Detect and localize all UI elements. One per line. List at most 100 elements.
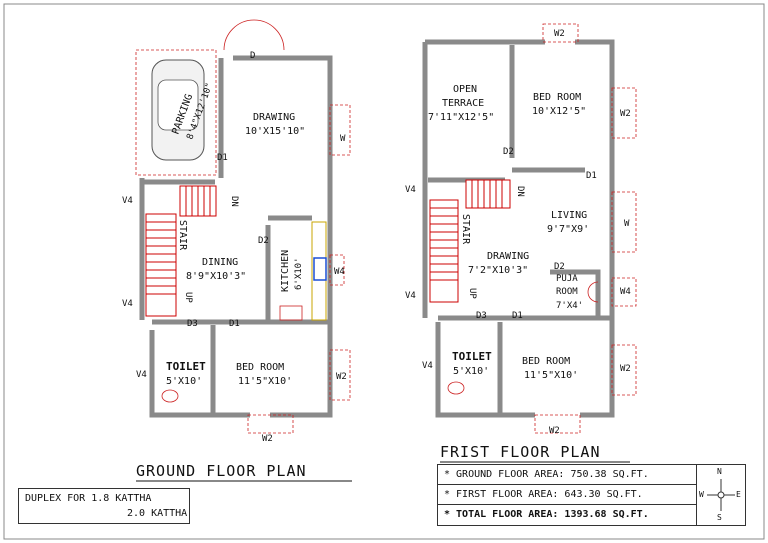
ground-area-value: 750.38 SQ.FT. bbox=[570, 469, 649, 480]
first-area-label: * FIRST FLOOR AREA: bbox=[444, 489, 559, 500]
tag-w2-right: W2 bbox=[336, 372, 347, 382]
ground-bedroom-dim: 11'5"X10' bbox=[238, 376, 292, 387]
ftag-d2-b: D2 bbox=[554, 262, 565, 272]
first-window-w2-right bbox=[611, 87, 637, 139]
first-wc-icon bbox=[447, 381, 465, 395]
compass-n: N bbox=[717, 467, 722, 476]
compass-e: E bbox=[736, 490, 741, 499]
kitchen-label: KITCHEN bbox=[280, 250, 291, 292]
tag-v4-c: V4 bbox=[136, 370, 147, 380]
first-toilet-dim: 5'X10' bbox=[453, 366, 489, 377]
terrace-label-2: TERRACE bbox=[442, 98, 484, 109]
ftag-w2-right: W2 bbox=[620, 109, 631, 119]
first-bedroom-dim: 11'5"X10' bbox=[524, 370, 578, 381]
first-walls bbox=[422, 39, 615, 418]
ftag-v4-b: V4 bbox=[405, 291, 416, 301]
parking-outline bbox=[135, 49, 217, 176]
ground-window-w4 bbox=[329, 254, 345, 286]
caption-box: DUPLEX FOR 1.8 KATTHA 2.0 KATTHA bbox=[18, 488, 190, 524]
first-area-row: * FIRST FLOOR AREA: 643.30 SQ.FT. bbox=[438, 485, 696, 505]
living-dim: 9'7"X9' bbox=[547, 224, 589, 235]
compass-s: S bbox=[717, 513, 722, 522]
ground-floor-plan bbox=[135, 19, 351, 434]
first-window-w4-right bbox=[611, 277, 637, 307]
total-area-label: * TOTAL FLOOR AREA: bbox=[444, 509, 559, 520]
compass: N S W E bbox=[696, 464, 746, 526]
ftag-d3: D3 bbox=[476, 311, 487, 321]
total-area-row: * TOTAL FLOOR AREA: 1393.68 SQ.FT. bbox=[438, 505, 696, 525]
compass-w: W bbox=[699, 490, 704, 499]
kitchen-dim: 6'X10' bbox=[294, 257, 304, 290]
ftag-up: UP bbox=[467, 288, 477, 299]
ground-drawing-label: DRAWING bbox=[253, 112, 295, 123]
ground-window-w2-bottom bbox=[247, 414, 294, 434]
tag-w2-bottom: W2 bbox=[262, 434, 273, 444]
ground-toilet-label: TOILET bbox=[166, 360, 206, 373]
tag-d: D bbox=[250, 51, 255, 61]
ftag-w2-bottom: W2 bbox=[549, 426, 560, 436]
ftag-w2-top: W2 bbox=[554, 29, 565, 39]
tag-v4-a: V4 bbox=[122, 196, 133, 206]
first-stair bbox=[429, 179, 511, 303]
dining-dim: 8'9"X10'3" bbox=[186, 271, 246, 282]
area-table: * GROUND FLOOR AREA: 750.38 SQ.FT. * FIR… bbox=[437, 464, 697, 526]
first-window-w2-top bbox=[542, 23, 579, 43]
caption-line-2: 2.0 KATTHA bbox=[127, 508, 188, 519]
ground-bedroom-label: BED ROOM bbox=[236, 362, 284, 373]
stove-icon bbox=[279, 305, 303, 321]
ftag-w2-right2: W2 bbox=[620, 364, 631, 374]
first-area-value: 643.30 SQ.FT. bbox=[564, 489, 643, 500]
tag-d1-b: D1 bbox=[229, 319, 240, 329]
first-toilet-label: TOILET bbox=[452, 350, 492, 363]
tag-w4: W4 bbox=[334, 267, 345, 277]
kitchen-sink-icon bbox=[313, 257, 327, 281]
ground-floor-title: GROUND FLOOR PLAN bbox=[136, 462, 307, 480]
first-drawing-dim: 7'2"X10'3" bbox=[468, 265, 528, 276]
tag-dn: DN bbox=[229, 196, 239, 207]
ftag-v4-a: V4 bbox=[405, 185, 416, 195]
first-window-w2-right2 bbox=[611, 344, 637, 396]
first-stair-label: STAIR bbox=[460, 214, 471, 245]
first-floor-title: FRIST FLOOR PLAN bbox=[440, 443, 601, 461]
compass-rose-icon bbox=[707, 479, 735, 511]
first-window-w2-bottom bbox=[534, 414, 581, 434]
caption-line-1: DUPLEX FOR 1.8 KATTHA bbox=[25, 493, 152, 504]
ftag-v4-c: V4 bbox=[422, 361, 433, 371]
total-area-value: 1393.68 SQ.FT. bbox=[564, 509, 649, 520]
main-door-swing bbox=[223, 19, 285, 51]
first-bedroom-top-dim: 10'X12'5" bbox=[532, 106, 586, 117]
tag-w: W bbox=[340, 134, 346, 144]
ftag-d1-a: D1 bbox=[586, 171, 597, 181]
ground-stair bbox=[145, 185, 217, 317]
ground-area-label: * GROUND FLOOR AREA: bbox=[444, 469, 565, 480]
ftag-d1-b: D1 bbox=[512, 311, 523, 321]
ground-wc-icon bbox=[161, 389, 179, 403]
terrace-dim: 7'11"X12'5" bbox=[428, 112, 494, 123]
ground-window-w bbox=[329, 104, 351, 156]
ftag-w: W bbox=[624, 219, 630, 229]
puja-niche bbox=[587, 281, 599, 303]
puja-label-1: PUJA bbox=[556, 274, 578, 284]
first-window-w-right bbox=[611, 191, 637, 253]
ground-stair-label: STAIR bbox=[177, 220, 188, 251]
ftag-dn: DN bbox=[515, 186, 525, 197]
sheet-border bbox=[3, 3, 765, 540]
ground-drawing-dim: 10'X15'10" bbox=[245, 126, 305, 137]
first-bedroom-label: BED ROOM bbox=[522, 356, 570, 367]
ground-window-w2-right bbox=[329, 349, 351, 401]
first-drawing-label: DRAWING bbox=[487, 251, 529, 262]
tag-d3: D3 bbox=[187, 319, 198, 329]
ftag-w4: W4 bbox=[620, 287, 631, 297]
tag-d1-a: D1 bbox=[217, 153, 228, 163]
car-roof-icon bbox=[157, 79, 199, 131]
puja-dim: 7'X4' bbox=[556, 301, 583, 311]
ground-toilet-dim: 5'X10' bbox=[166, 376, 202, 387]
tag-v4-b: V4 bbox=[122, 299, 133, 309]
ground-walls bbox=[139, 55, 333, 418]
tag-up: UP bbox=[183, 292, 193, 303]
terrace-label-1: OPEN bbox=[453, 84, 477, 95]
dining-label: DINING bbox=[202, 257, 238, 268]
ground-area-row: * GROUND FLOOR AREA: 750.38 SQ.FT. bbox=[438, 465, 696, 485]
tag-d2: D2 bbox=[258, 236, 269, 246]
